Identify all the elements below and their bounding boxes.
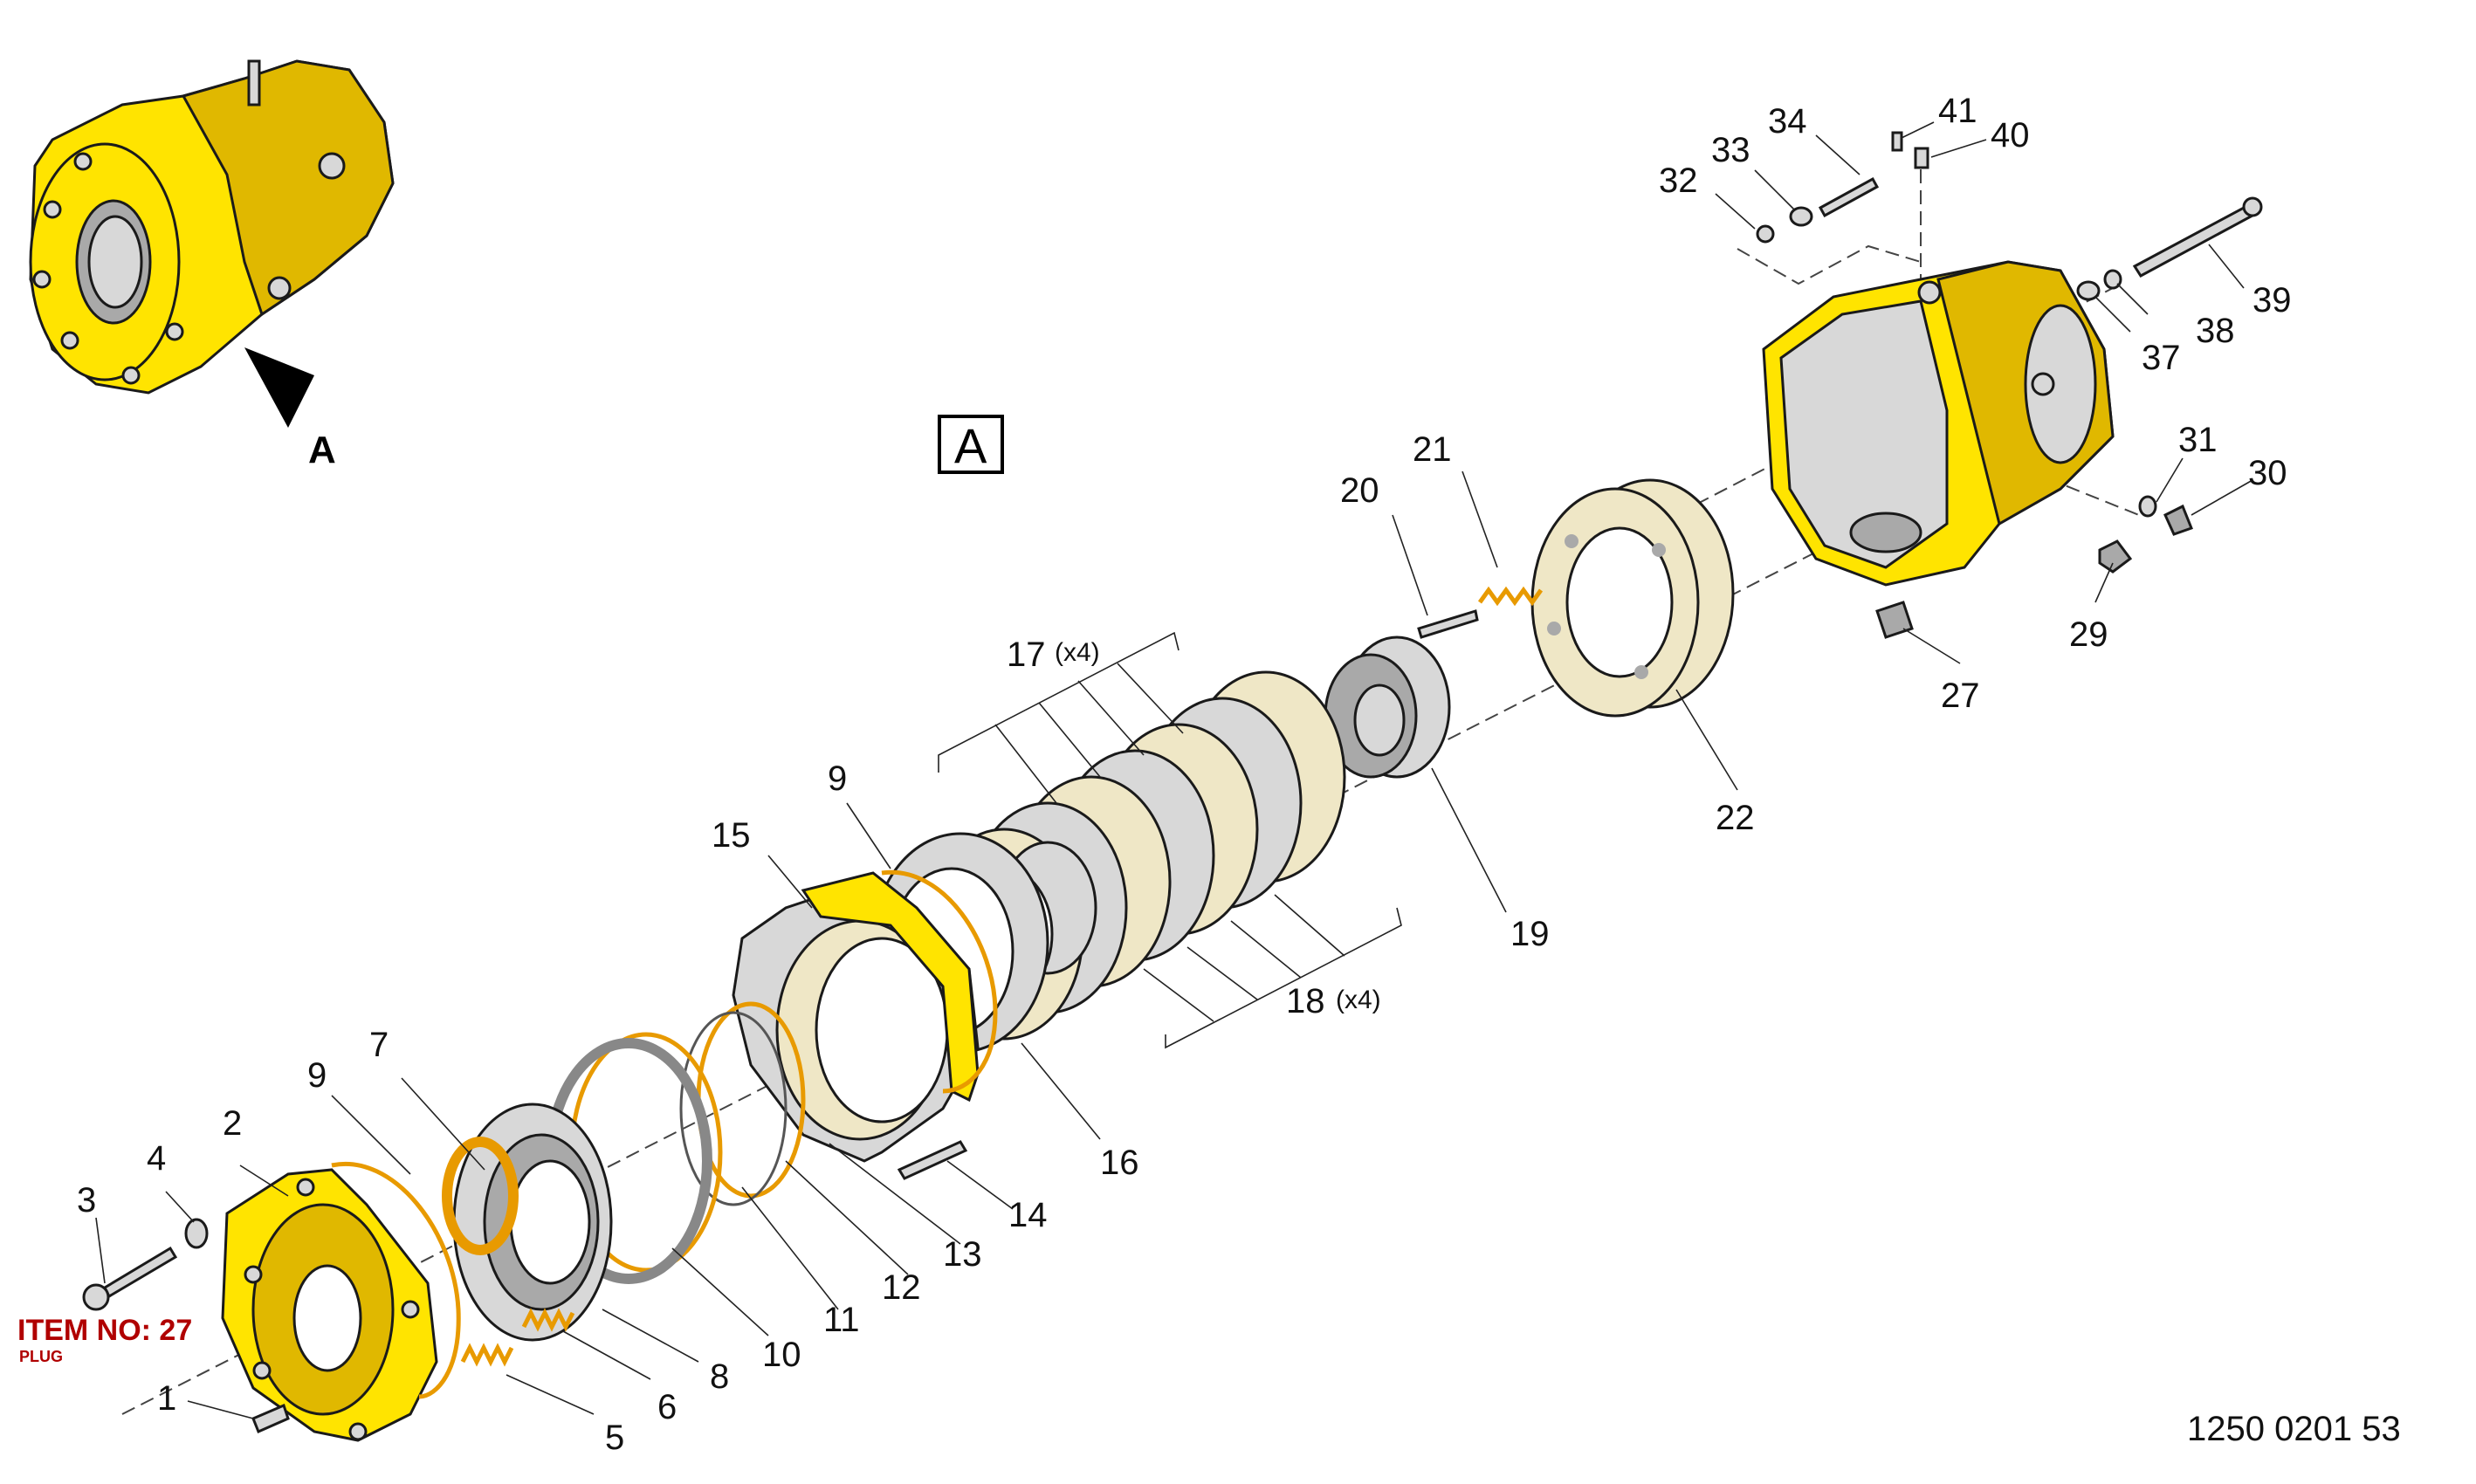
spring-21 [1477, 586, 1544, 607]
callout-31: 31 [2178, 421, 2218, 459]
item-banner: ITEM NO: 27 PLUG [17, 1314, 192, 1365]
callout-29: 29 [2069, 615, 2108, 654]
screw-14 [897, 1140, 968, 1180]
ring-7 [442, 1137, 519, 1255]
multiplier-18: (x4) [1336, 986, 1381, 1014]
callout-11: 11 [823, 1301, 860, 1339]
bracket-17 [938, 631, 1180, 773]
callout-2: 2 [223, 1104, 242, 1143]
callout-13: 13 [943, 1235, 982, 1274]
document-number: 1250 0201 53 [2187, 1410, 2401, 1448]
piston-ring [1530, 478, 1735, 718]
leader-lines [95, 121, 2253, 1419]
callout-1: 1 [157, 1379, 176, 1418]
pin-20 [1417, 609, 1479, 639]
callout-32: 32 [1659, 161, 1698, 200]
main-housing [1762, 260, 2115, 587]
callout-9-lower: 9 [307, 1056, 327, 1095]
gear-hub [1324, 636, 1451, 779]
plug-1 [251, 1403, 290, 1433]
callout-5: 5 [605, 1419, 624, 1457]
multiplier-17: (x4) [1055, 638, 1100, 667]
callout-3: 3 [77, 1181, 96, 1219]
callout-6: 6 [657, 1388, 677, 1426]
item-banner-subtitle: PLUG [19, 1348, 63, 1365]
callout-37: 37 [2142, 339, 2181, 377]
callout-8: 8 [710, 1357, 729, 1396]
washer-4 [184, 1218, 209, 1249]
bolt-3 [103, 1246, 178, 1299]
spring-5 [460, 1343, 514, 1367]
hex-head-3 [82, 1283, 110, 1311]
callout-27: 27 [1941, 677, 1980, 715]
view-marker: A [938, 415, 1004, 474]
callout-9-upper: 9 [828, 759, 847, 798]
callout-14: 14 [1008, 1196, 1048, 1234]
callout-30: 30 [2248, 454, 2287, 492]
callout-20: 20 [1340, 471, 1379, 510]
end-cover-2 [221, 1168, 438, 1442]
callout-18: 18 [1286, 982, 1325, 1020]
callout-15: 15 [712, 816, 751, 855]
piston-8 [452, 1103, 613, 1342]
callout-22: 22 [1716, 799, 1755, 837]
callouts: 1 2 3 4 5 6 7 8 9 9 10 11 12 13 14 15 16… [77, 92, 2292, 1457]
view-marker-label: A [954, 418, 987, 473]
callout-38: 38 [2196, 312, 2235, 350]
callout-34: 34 [1768, 102, 1807, 141]
callout-41: 41 [1938, 92, 1977, 130]
callout-7: 7 [369, 1026, 389, 1064]
callout-21: 21 [1413, 430, 1452, 469]
callout-39: 39 [2252, 281, 2292, 319]
callout-4: 4 [147, 1139, 166, 1178]
callout-33: 33 [1711, 131, 1750, 169]
bracket-18 [1165, 907, 1402, 1049]
overview-assembly [29, 59, 395, 395]
callout-12: 12 [882, 1268, 921, 1307]
arrow-label: A [308, 429, 336, 471]
spring-6 [521, 1308, 575, 1332]
o-ring-9-upper [881, 869, 998, 1094]
callout-19: 19 [1510, 915, 1550, 953]
view-arrow-icon [244, 347, 314, 428]
callout-17: 17 [1007, 636, 1046, 674]
callout-10: 10 [762, 1336, 801, 1374]
cover-plate-15 [732, 871, 980, 1163]
item-banner-title: ITEM NO: 27 [17, 1314, 192, 1347]
o-ring-9-lower [331, 1161, 461, 1399]
callout-40: 40 [1991, 116, 2030, 155]
seal-12 [679, 1011, 788, 1206]
callout-16: 16 [1100, 1144, 1139, 1182]
